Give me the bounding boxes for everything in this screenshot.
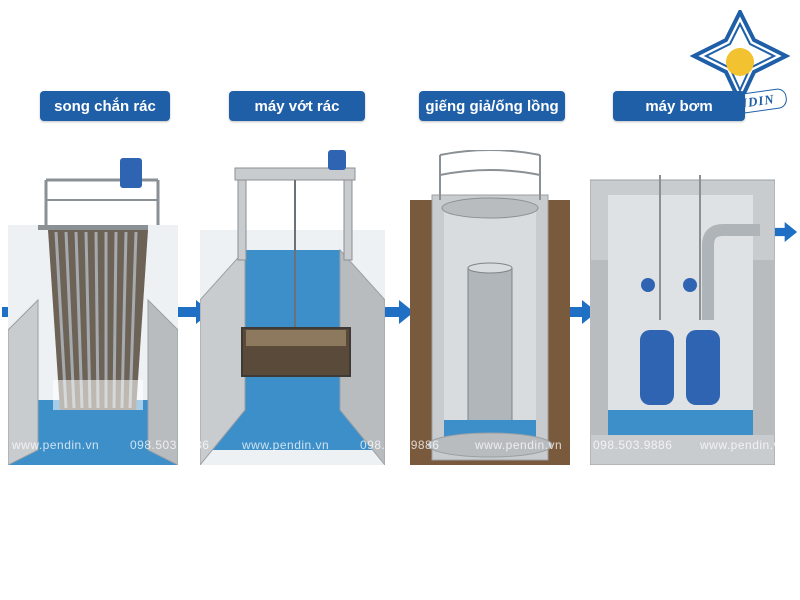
valve-icon (641, 278, 655, 292)
sun-icon (726, 48, 754, 76)
pump-icon (686, 330, 720, 405)
watermark-website: www.pendin.vn (12, 438, 100, 452)
watermark-phone: 098.503.9886 (593, 438, 673, 452)
pump-station-illustration (590, 175, 775, 465)
stage-label-trash-rake: máy vớt rác (229, 91, 365, 121)
stage-label-pump: máy bơm (613, 91, 745, 121)
flow-arrow-out-icon (768, 222, 798, 242)
watermark-website: www.pendin.vn (475, 438, 563, 452)
sleeve-pipe (467, 267, 513, 439)
flow-arrow-icon (379, 300, 414, 324)
watermark-website: www.pendin.vn (242, 438, 330, 452)
watermark-phone: 098.503.9886 (360, 438, 440, 452)
stage-label-bar-screen: song chắn rác (40, 91, 170, 121)
watermark-website: www.pendin.vn (700, 438, 788, 452)
dummy-well-illustration (410, 150, 570, 465)
flow-arrow-icon (562, 300, 597, 324)
motor-icon (120, 158, 142, 188)
trash-rake-illustration (200, 150, 385, 465)
valve-icon (683, 278, 697, 292)
motor-icon (328, 150, 346, 170)
stage-label-dummy-well: giếng giả/ống lồng (419, 91, 565, 121)
bar-screen-illustration (8, 158, 178, 465)
pump-icon (640, 330, 674, 405)
watermark-phone: 098.503.9886 (130, 438, 210, 452)
